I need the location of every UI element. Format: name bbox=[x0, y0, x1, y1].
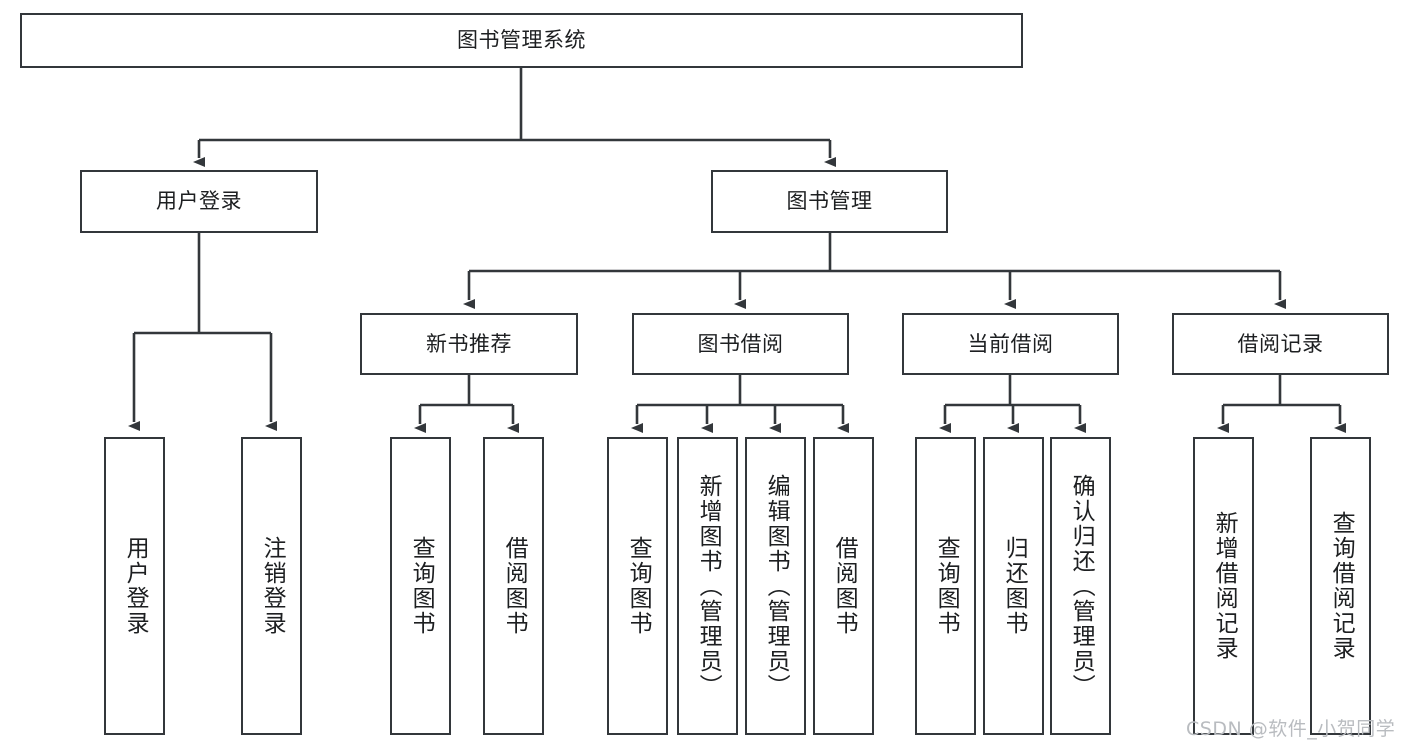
node-label: 查询图书 bbox=[933, 536, 960, 636]
leaf-query-book-current[interactable]: 查询图书 bbox=[915, 437, 976, 735]
node-book-management[interactable]: 图书管理 bbox=[711, 170, 948, 233]
node-book-borrow[interactable]: 图书借阅 bbox=[632, 313, 849, 375]
node-label: 图书借阅 bbox=[697, 331, 784, 356]
node-label: 查询图书 bbox=[625, 536, 652, 636]
leaf-query-book-recommend[interactable]: 查询图书 bbox=[390, 437, 451, 735]
leaf-logout[interactable]: 注销登录 bbox=[241, 437, 302, 735]
node-label: 当前借阅 bbox=[967, 331, 1054, 356]
node-label: 用户登录 bbox=[122, 536, 149, 636]
node-label: 借阅图书 bbox=[831, 536, 858, 636]
node-borrow-record[interactable]: 借阅记录 bbox=[1172, 313, 1389, 375]
leaf-borrow-book-recommend[interactable]: 借阅图书 bbox=[483, 437, 544, 735]
leaf-add-borrow-record[interactable]: 新增借阅记录 bbox=[1193, 437, 1254, 735]
node-label: 查询图书 bbox=[408, 536, 435, 636]
node-root-system[interactable]: 图书管理系统 bbox=[20, 13, 1023, 68]
node-label: 编辑图书（管理员） bbox=[763, 473, 790, 699]
node-new-book-recommend[interactable]: 新书推荐 bbox=[360, 313, 578, 375]
node-label: 借阅记录 bbox=[1237, 331, 1324, 356]
leaf-user-login[interactable]: 用户登录 bbox=[104, 437, 165, 735]
leaf-edit-book-admin[interactable]: 编辑图书（管理员） bbox=[745, 437, 806, 735]
watermark: CSDN @软件_小贺同学 bbox=[1186, 718, 1396, 740]
node-label: 新增图书（管理员） bbox=[695, 473, 722, 699]
node-label: 新书推荐 bbox=[426, 331, 512, 356]
node-label: 注销登录 bbox=[259, 536, 286, 636]
node-label: 归还图书 bbox=[1001, 536, 1028, 636]
node-user-login[interactable]: 用户登录 bbox=[80, 170, 318, 233]
node-label: 查询借阅记录 bbox=[1328, 511, 1355, 661]
node-label: 确认归还（管理员） bbox=[1068, 473, 1095, 699]
node-current-borrow[interactable]: 当前借阅 bbox=[902, 313, 1119, 375]
leaf-borrow-book[interactable]: 借阅图书 bbox=[813, 437, 874, 735]
node-label: 借阅图书 bbox=[501, 536, 528, 636]
leaf-query-book-borrow[interactable]: 查询图书 bbox=[607, 437, 668, 735]
node-label: 用户登录 bbox=[156, 189, 242, 214]
leaf-add-book-admin[interactable]: 新增图书（管理员） bbox=[677, 437, 738, 735]
leaf-confirm-return-admin[interactable]: 确认归还（管理员） bbox=[1050, 437, 1111, 735]
node-label: 图书管理 bbox=[786, 189, 873, 214]
node-label: 新增借阅记录 bbox=[1211, 511, 1238, 661]
leaf-return-book[interactable]: 归还图书 bbox=[983, 437, 1044, 735]
node-label: 图书管理系统 bbox=[457, 28, 586, 53]
leaf-query-borrow-record[interactable]: 查询借阅记录 bbox=[1310, 437, 1371, 735]
